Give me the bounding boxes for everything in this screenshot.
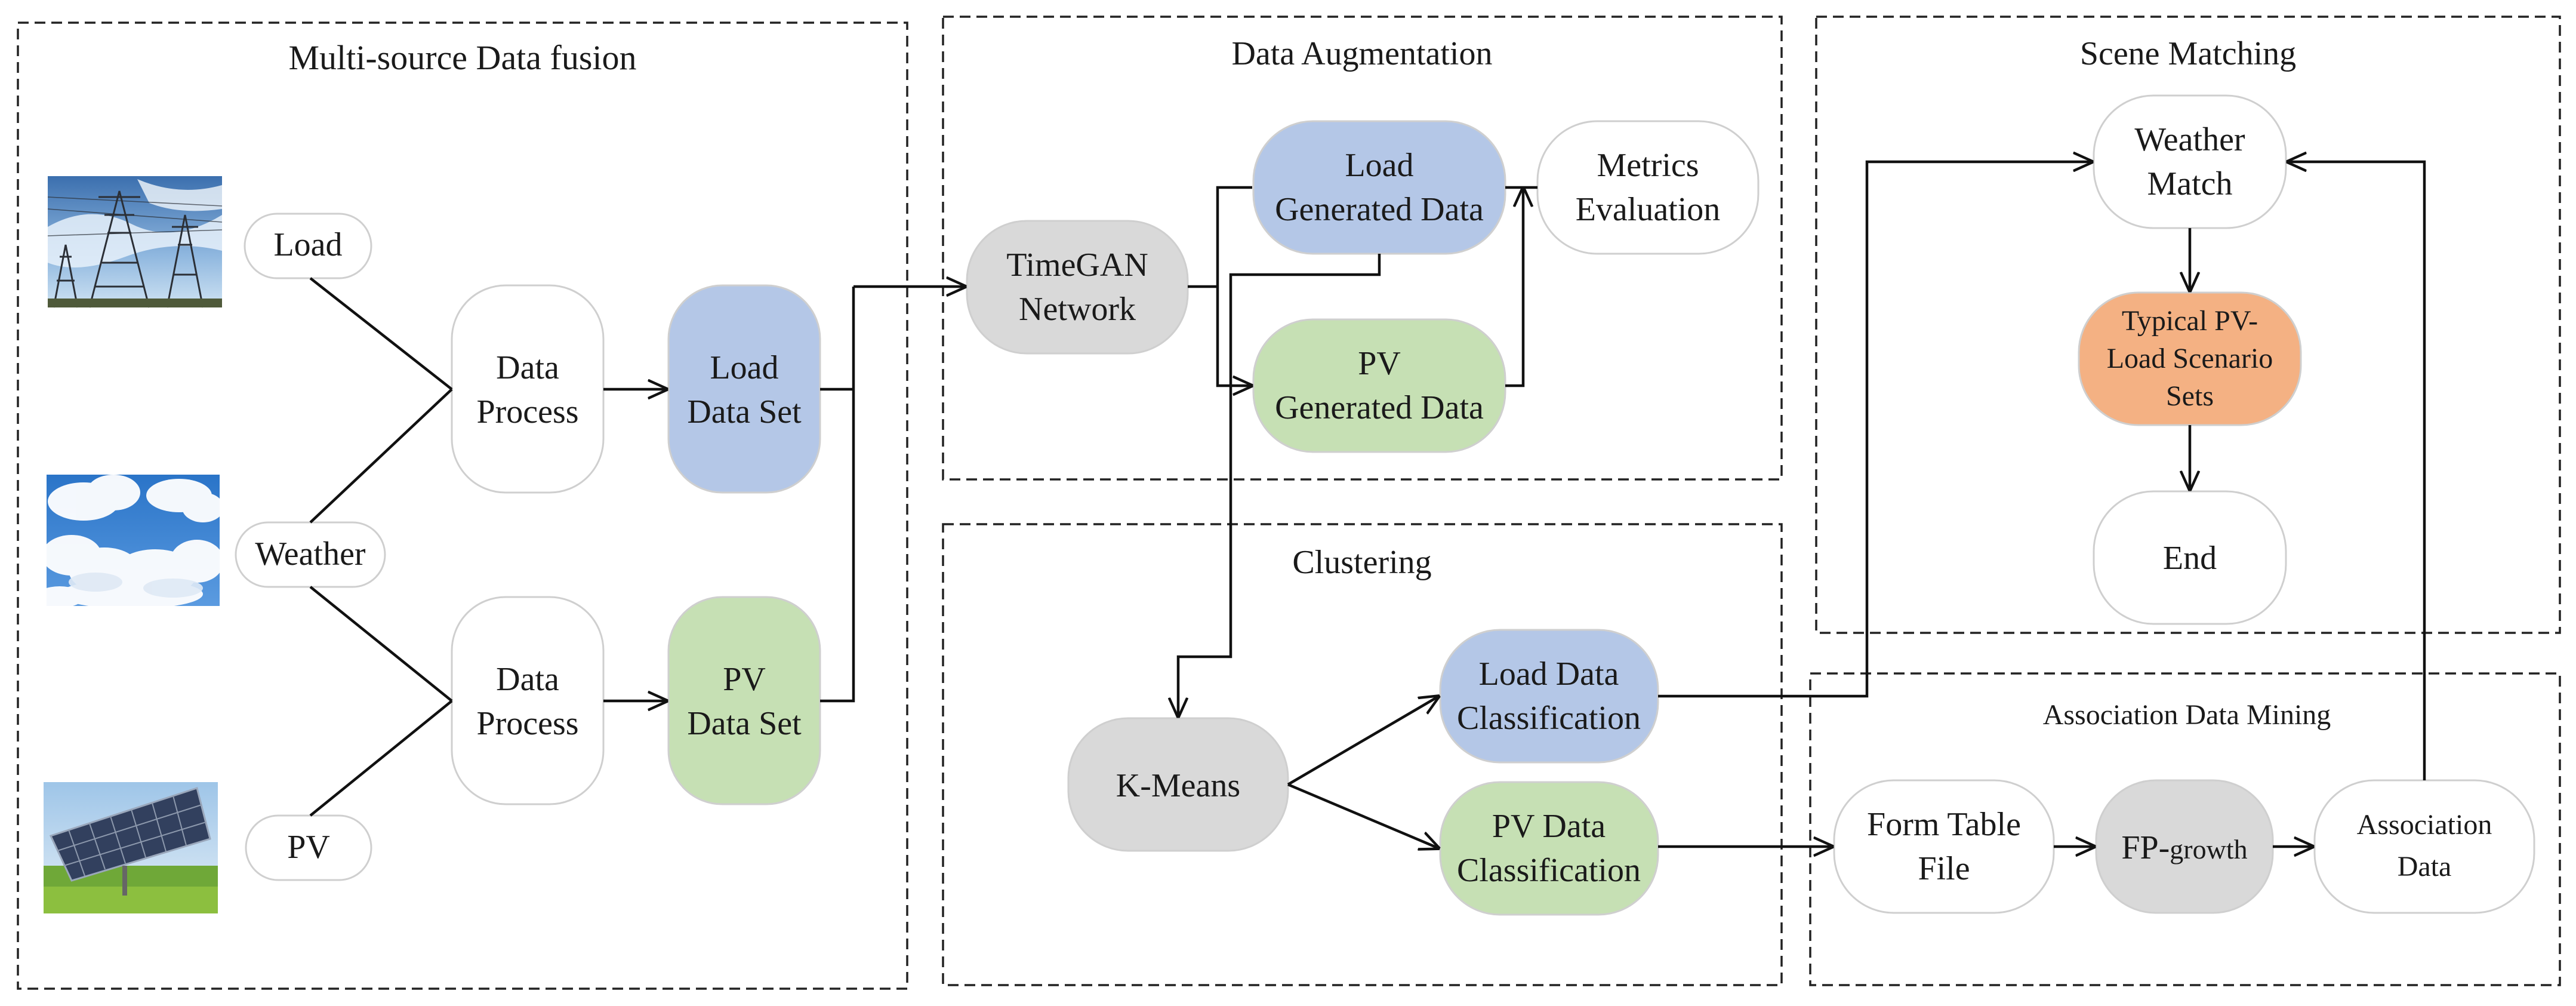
load-data-set-line-1: Load bbox=[710, 349, 778, 386]
edge-timegan-to-generators bbox=[1188, 186, 1252, 386]
typical-scenario-sets: Typical PV- Load Scenario Sets bbox=[2078, 291, 2302, 426]
pv-class-line-1: PV Data bbox=[1492, 808, 1606, 845]
edge-association-to-weather-match bbox=[2287, 162, 2426, 780]
panel-title-scene: Scene Matching bbox=[2080, 35, 2296, 72]
data-process-bottom-line-1: Data bbox=[496, 661, 559, 698]
typical-line-3: Sets bbox=[2166, 380, 2214, 412]
load-data-set: Load Data Set bbox=[667, 284, 821, 494]
form-table-file: Form Table File bbox=[1833, 779, 2055, 914]
edge-sets-to-timegan bbox=[820, 287, 966, 703]
timegan-line-1: TimeGAN bbox=[1006, 247, 1148, 284]
pv-data-classification: PV Data Classification bbox=[1439, 781, 1659, 916]
pv-class-line-2: Classification bbox=[1457, 852, 1641, 889]
solar-panel-photo bbox=[44, 782, 218, 913]
input-pv: PV bbox=[245, 814, 372, 881]
load-data-classification: Load Data Classification bbox=[1439, 629, 1659, 764]
fp-growth-main: FP- bbox=[2121, 829, 2170, 866]
input-weather-label: Weather bbox=[255, 536, 365, 573]
edge-kmeans-to-load-class bbox=[1287, 696, 1439, 786]
pv-generated-data: PV Generated Data bbox=[1252, 318, 1506, 453]
panel-title-fusion: Multi-source Data fusion bbox=[288, 38, 636, 77]
end-label: End bbox=[2163, 540, 2217, 577]
association-data: Association Data bbox=[2313, 779, 2535, 914]
weather-match: Weather Match bbox=[2093, 94, 2287, 229]
input-load-label: Load bbox=[273, 226, 342, 263]
data-process-top-line-1: Data bbox=[496, 349, 559, 386]
data-process-bottom: Data Process bbox=[451, 596, 605, 805]
panel-title-augmentation: Data Augmentation bbox=[1231, 35, 1492, 72]
fp-growth-suffix: growth bbox=[2170, 834, 2247, 865]
timegan-line-2: Network bbox=[1019, 291, 1136, 328]
panel-association-data-mining: Association Data Mining bbox=[1809, 672, 2561, 986]
k-means: K-Means bbox=[1067, 717, 1289, 852]
weather-match-line-1: Weather bbox=[2134, 121, 2245, 158]
data-process-top-line-2: Process bbox=[476, 393, 578, 430]
panel-data-augmentation: Data Augmentation bbox=[942, 16, 1783, 481]
fp-growth-label: FP-growth bbox=[2121, 829, 2247, 866]
edge-pv-to-process bbox=[309, 700, 453, 817]
load-class-line-2: Classification bbox=[1457, 700, 1641, 737]
input-load: Load bbox=[244, 213, 372, 279]
power-tower-photo bbox=[47, 176, 223, 308]
input-pv-label: PV bbox=[287, 829, 330, 866]
timegan-network: TimeGAN Network bbox=[966, 220, 1189, 355]
pv-generated-line-2: Generated Data bbox=[1275, 389, 1484, 426]
panel-multi-source-data-fusion: Multi-source Data fusion bbox=[17, 21, 908, 990]
metrics-line-2: Evaluation bbox=[1576, 191, 1721, 228]
pv-data-set-line-1: PV bbox=[723, 661, 766, 698]
pv-data-set: PV Data Set bbox=[667, 596, 821, 805]
edge-weather-to-process-top bbox=[309, 388, 453, 524]
cloudy-sky-photo bbox=[36, 475, 224, 609]
typical-line-2: Load Scenario bbox=[2107, 343, 2273, 374]
connectors bbox=[309, 162, 2426, 848]
typical-line-1: Typical PV- bbox=[2122, 305, 2258, 337]
metrics-line-1: Metrics bbox=[1597, 147, 1699, 184]
load-data-set-line-2: Data Set bbox=[687, 393, 802, 430]
assoc-line-1: Association bbox=[2357, 809, 2492, 841]
panel-title-clustering: Clustering bbox=[1292, 544, 1431, 581]
metrics-evaluation: Metrics Evaluation bbox=[1536, 120, 1760, 255]
pv-generated-line-1: PV bbox=[1358, 345, 1401, 382]
panel-scene-matching: Scene Matching bbox=[1815, 16, 2561, 634]
panel-clustering: Clustering bbox=[942, 523, 1783, 986]
weather-match-line-2: Match bbox=[2147, 165, 2232, 202]
edge-weather-to-process-bottom bbox=[309, 586, 453, 702]
data-process-top: Data Process bbox=[451, 284, 605, 494]
edge-load-class-to-weather-match bbox=[1658, 162, 2093, 698]
load-generated-line-2: Generated Data bbox=[1275, 191, 1484, 228]
panel-title-mining: Association Data Mining bbox=[2043, 699, 2331, 731]
assoc-line-2: Data bbox=[2398, 851, 2452, 882]
edge-kmeans-to-pv-class bbox=[1287, 783, 1439, 848]
load-class-line-1: Load Data bbox=[1479, 656, 1619, 693]
input-weather: Weather bbox=[235, 521, 386, 588]
end-node: End bbox=[2093, 490, 2287, 625]
fp-growth: FP-growth bbox=[2095, 779, 2274, 914]
edge-generators-to-metrics bbox=[1505, 187, 1537, 387]
edge-generators-to-kmeans bbox=[1178, 254, 1381, 717]
load-generated-line-1: Load bbox=[1345, 147, 1413, 184]
load-generated-data: Load Generated Data bbox=[1252, 120, 1506, 255]
pv-data-set-line-2: Data Set bbox=[687, 705, 802, 742]
data-process-bottom-line-2: Process bbox=[476, 705, 578, 742]
form-table-line-1: Form Table bbox=[1867, 806, 2021, 843]
k-means-label: K-Means bbox=[1116, 767, 1240, 804]
form-table-line-2: File bbox=[1918, 850, 1970, 887]
edge-load-to-process bbox=[309, 277, 453, 390]
